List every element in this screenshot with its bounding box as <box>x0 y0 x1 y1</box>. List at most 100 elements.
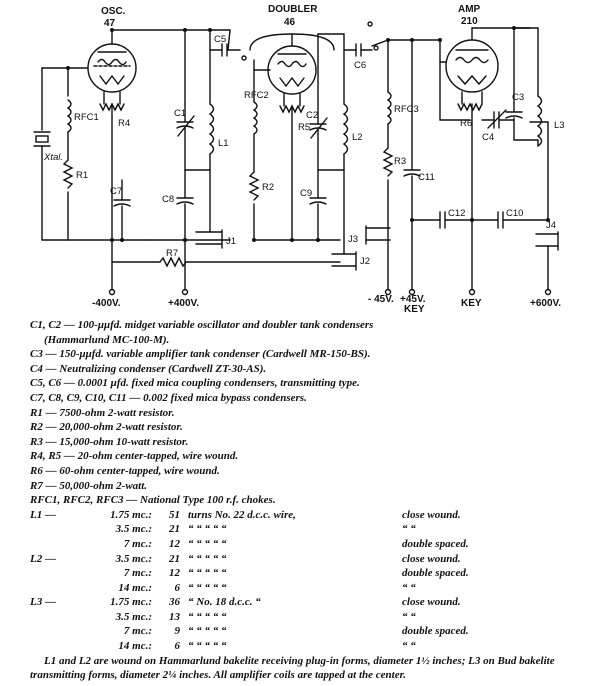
coil-row: L3 —1.75 mc.:36“ No. 18 d.c.c. “close wo… <box>30 595 473 610</box>
coil-winding: “ “ <box>402 523 416 536</box>
coil-row: 14 mc.:6“ “ “ “ ““ “ <box>30 581 473 596</box>
parts-list-lines: C1, C2 — 100-μμfd. midget variable oscil… <box>30 318 596 508</box>
j4-jack <box>535 231 559 251</box>
parts-line: RFC1, RFC2, RFC3 — National Type 100 r.f… <box>30 494 276 507</box>
parts-line: C7, C8, C9, C10, C11 — 0.002 fixed mica … <box>30 391 307 404</box>
c1-label: C1 <box>174 108 186 119</box>
coil-freq: 14 mc.: <box>118 581 152 594</box>
osc-name-label: OSC. <box>101 6 126 17</box>
c4-label: C4 <box>482 132 494 143</box>
c6-capacitor <box>355 43 362 57</box>
r7-label: R7 <box>166 248 178 259</box>
c11-label: C11 <box>418 172 435 183</box>
c2-label: C2 <box>306 110 318 121</box>
doubler-name-label: DOUBLER <box>268 4 318 15</box>
r5-label: R5 <box>298 122 310 133</box>
coil-name <box>30 581 94 596</box>
parts-line: R1 — 7500-ohm 2-watt resistor. <box>30 406 175 419</box>
coil-name: L2 — <box>30 552 56 565</box>
parts-list: C1, C2 — 100-μμfd. midget variable oscil… <box>30 318 596 683</box>
coil-freq: 3.5 mc.: <box>115 552 152 565</box>
parts-line: R6 — 60-ohm center-tapped, wire wound. <box>30 464 220 477</box>
crystal <box>33 131 51 147</box>
coil-turns: 13 <box>169 610 180 623</box>
coil-turns: 6 <box>174 581 181 594</box>
rfc1-choke <box>66 99 72 133</box>
rfc2-label: RFC2 <box>244 90 269 101</box>
coil-winding: close wound. <box>402 508 461 521</box>
parts-line: R2 — 20,000-ohm 2-watt resistor. <box>30 421 183 434</box>
l3-label: L3 <box>554 120 565 131</box>
coil-name: L3 — <box>30 596 56 609</box>
l3-coil <box>536 95 543 147</box>
doubler-tube-label: 46 <box>284 17 296 28</box>
coil-freq: 1.75 mc.: <box>110 508 152 521</box>
coil-turns: 6 <box>174 640 181 653</box>
coil-turns: 9 <box>174 625 181 638</box>
coil-winding: “ “ <box>402 610 416 623</box>
coil-turns: 21 <box>169 523 180 536</box>
coil-wire: “ “ “ “ “ <box>188 537 227 550</box>
rfc3-choke <box>386 91 392 125</box>
coil-row: 3.5 mc.:13“ “ “ “ ““ “ <box>30 610 473 625</box>
r6-resistor <box>457 102 483 112</box>
coil-winding: “ “ <box>402 640 416 653</box>
coil-row: L2 —3.5 mc.:21“ “ “ “ “close wound. <box>30 552 473 567</box>
r3-resistor <box>382 147 394 177</box>
c12-label: C12 <box>448 208 465 219</box>
r4-label: R4 <box>118 118 130 129</box>
amp-tube <box>445 39 499 93</box>
c5-label: C5 <box>214 34 226 45</box>
xtal-label: Xtal. <box>43 152 63 163</box>
rfc2-choke <box>252 101 258 135</box>
coil-row: 7 mc.:12“ “ “ “ “double spaced. <box>30 566 473 581</box>
j3-jack <box>365 225 391 245</box>
coil-turns: 12 <box>169 567 180 580</box>
c4-capacitor <box>487 109 507 129</box>
coil-freq: 14 mc.: <box>118 640 152 653</box>
parts-line: C3 — 150-μμfd. variable amplifier tank c… <box>30 348 371 361</box>
j3-label: J3 <box>348 234 358 245</box>
r2-label: R2 <box>262 182 274 193</box>
r1-resistor <box>62 159 74 189</box>
c11-capacitor <box>403 169 421 177</box>
c12-capacitor <box>439 211 446 229</box>
r6-label: R6 <box>460 118 472 129</box>
amp-tube-label: 210 <box>461 16 478 27</box>
coil-wire: “ No. 18 d.c.c. “ <box>188 596 261 609</box>
parts-line: R7 — 50,000-ohm 2-watt. <box>30 479 148 492</box>
parts-line: (Hammarlund MC-100-M). <box>44 333 170 346</box>
parts-line: R4, R5 — 20-ohm center-tapped, wire woun… <box>30 450 239 463</box>
c8-label: C8 <box>162 194 174 205</box>
c7-capacitor <box>113 199 131 207</box>
coil-name <box>30 566 94 581</box>
r7-resistor <box>159 256 187 268</box>
parts-line: C4 — Neutralizing condenser (Cardwell ZT… <box>30 362 267 375</box>
c7-label: C7 <box>110 186 122 197</box>
parts-line: C1, C2 — 100-μμfd. midget variable oscil… <box>30 319 374 331</box>
c10-capacitor <box>497 211 504 229</box>
doubler-tube <box>267 45 317 95</box>
coil-turns: 51 <box>169 508 180 521</box>
coil-turns: 21 <box>169 552 180 565</box>
l1-coil <box>208 103 215 155</box>
l2-label: L2 <box>352 132 363 143</box>
coil-winding: close wound. <box>402 552 461 565</box>
coil-wire: “ “ “ “ “ <box>188 523 227 536</box>
rfc1-label: RFC1 <box>74 112 99 123</box>
c6-label: C6 <box>354 60 366 71</box>
coil-notes: L1 and L2 are wound on Hammarlund bakeli… <box>30 654 555 682</box>
parts-line: R3 — 15,000-ohm 10-watt resistor. <box>30 435 189 448</box>
j4-label: J4 <box>546 220 556 231</box>
coil-wire: “ “ “ “ “ <box>188 610 227 623</box>
c10-label: C10 <box>506 208 523 219</box>
j1-label: J1 <box>226 236 236 247</box>
coil-row: 3.5 mc.:21“ “ “ “ ““ “ <box>30 522 473 537</box>
transmitter-schematic: OSC. 47 DOUBLER 46 AMP 210 Xtal. RFC1 R1… <box>33 4 565 312</box>
coil-wire: “ “ “ “ “ <box>188 625 227 638</box>
coil-winding: double spaced. <box>402 537 469 550</box>
coil-wire: “ “ “ “ “ <box>188 567 227 580</box>
coil-freq: 7 mc.: <box>123 625 152 638</box>
c3-label: C3 <box>512 92 524 103</box>
